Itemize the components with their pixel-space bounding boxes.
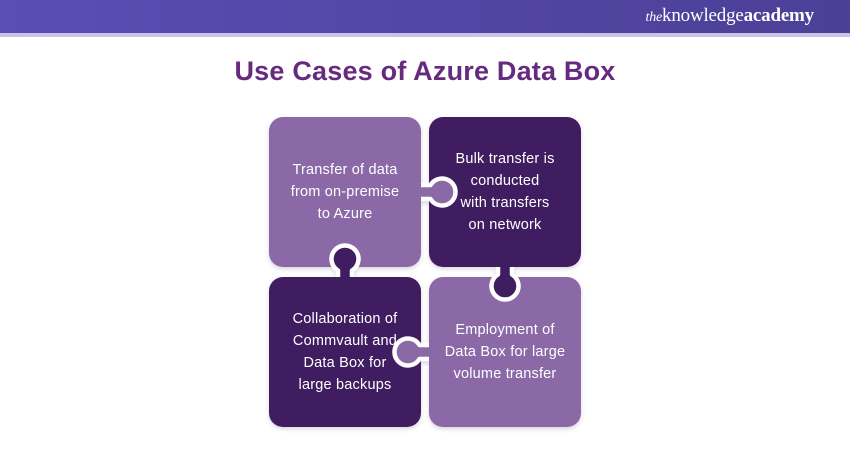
puzzle-piece-top-left: [269, 117, 421, 267]
logo-word-academy: academy: [743, 5, 815, 26]
puzzle-tab-right: [421, 176, 458, 208]
puzzle-tab-down: [489, 267, 521, 302]
puzzle-piece-bottom-left: [269, 277, 421, 427]
logo-word-knowledge: knowledge: [662, 5, 744, 26]
brand-logo: theknowledgeacademy: [645, 0, 815, 33]
puzzle-tab-left: [392, 336, 429, 368]
puzzle-piece-bottom-right: [429, 277, 581, 427]
page-title: Use Cases of Azure Data Box: [234, 56, 616, 86]
header-accent-line: [0, 33, 850, 37]
logo-prefix: the: [645, 10, 663, 25]
header-bar: [0, 0, 850, 33]
puzzle-tab-up: [329, 243, 361, 277]
puzzle-piece-top-right: [429, 117, 581, 267]
